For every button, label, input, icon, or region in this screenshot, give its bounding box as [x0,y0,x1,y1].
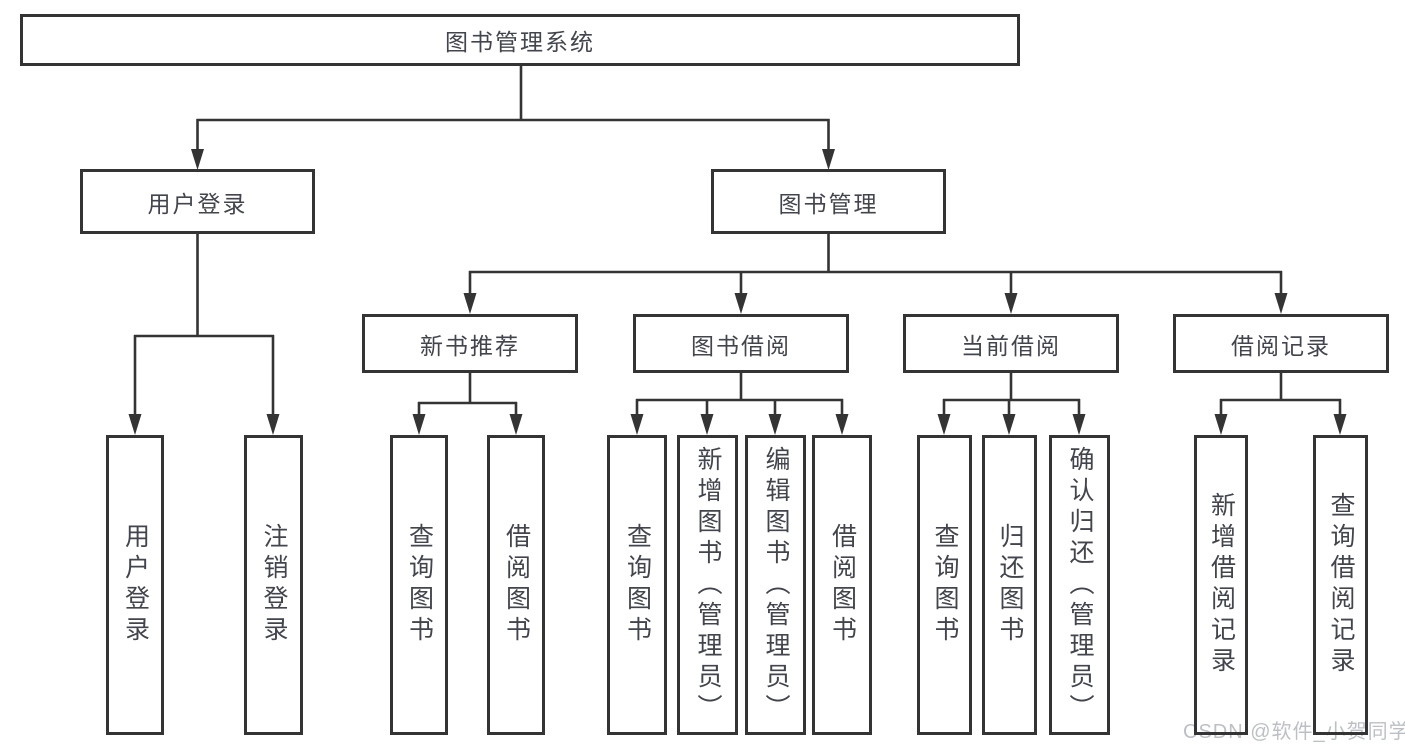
leaf-query-borrow-record: 查询借阅记录 [1313,435,1368,735]
node-user-login: 用户登录 [80,169,315,234]
arrowhead [1004,293,1018,314]
arrowhead [1274,293,1288,314]
leaf-add-borrow-record: 新增借阅记录 [1194,435,1248,735]
leaf-add-books-admin: 新增图书（管理员） [677,435,738,735]
arrowhead [463,293,477,314]
leaf-borrow-books-1: 借阅图书 [487,435,545,735]
arrowhead [822,149,835,170]
leaf-borrow-books-2: 借阅图书 [812,435,872,735]
arrowhead [835,414,849,435]
node-new-book-recommend: 新书推荐 [362,314,578,373]
leaf-logout: 注销登录 [244,435,303,735]
node-current-borrow: 当前借阅 [903,314,1119,373]
node-root: 图书管理系统 [20,14,1020,66]
arrowhead [734,293,748,314]
node-borrow-records: 借阅记录 [1173,314,1389,373]
arrowhead [630,414,644,435]
arrowhead [509,414,523,435]
arrowhead [1333,414,1347,435]
leaf-query-books-2: 查询图书 [607,435,667,735]
node-book-borrow: 图书借阅 [633,314,849,373]
csdn-watermark: CSDN @软件_小贺同学 [1183,721,1405,743]
arrowhead [266,414,280,435]
arrowhead [700,414,714,435]
arrowhead [128,414,142,435]
arrowhead [1214,414,1228,435]
leaf-query-books-1: 查询图书 [390,435,448,735]
leaf-return-books: 归还图书 [982,435,1037,735]
arrowhead [1002,414,1016,435]
leaf-query-books-3: 查询图书 [917,435,972,735]
leaf-edit-books-admin: 编辑图书（管理员） [745,435,806,735]
tree-edges [133,66,1342,416]
arrowhead [412,414,426,435]
leaf-confirm-return-admin: 确认归还（管理员） [1049,435,1110,735]
arrowhead [1072,414,1086,435]
arrowhead [191,149,204,170]
leaf-user-login: 用户登录 [106,435,164,735]
node-book-management: 图书管理 [711,169,946,234]
arrowhead [768,414,782,435]
arrowhead [937,414,951,435]
